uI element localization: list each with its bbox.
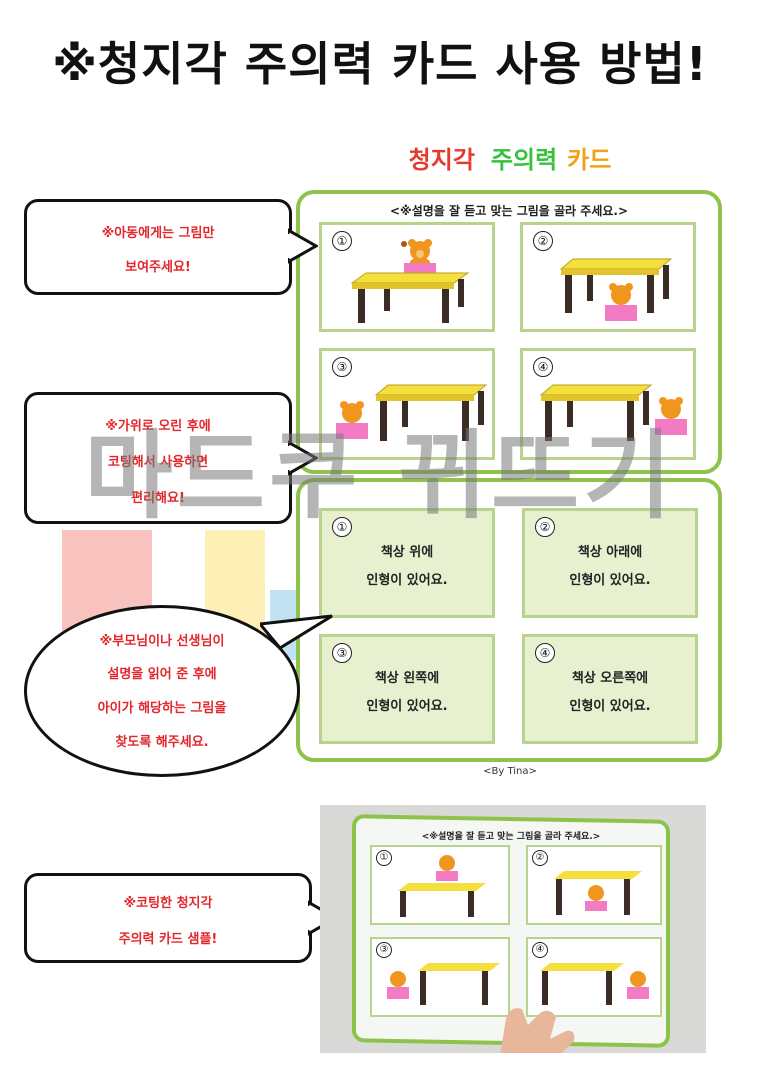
card-title-part3: 카드 — [567, 146, 612, 174]
table-under-bear-illustration — [559, 258, 673, 321]
bubble-line: 보여주세요! — [125, 260, 191, 275]
text-cell-line1: 책상 왼쪽에 — [374, 671, 440, 686]
card-title: 청지각 주의력 카드 — [300, 140, 720, 175]
cell-number: ④ — [532, 942, 548, 958]
bubble-3-tail — [260, 614, 333, 650]
bubble-line: ※가위로 오린 후에 — [105, 419, 211, 434]
text-cell-line2: 인형이 있어요. — [569, 573, 651, 588]
photo-table-top-bear — [398, 855, 486, 917]
text-cell-3: ③ 책상 왼쪽에 인형이 있어요. — [319, 634, 495, 744]
cell-number: ② — [532, 850, 548, 866]
card-title-part1: 청지각 — [408, 146, 475, 174]
holding-hand — [500, 1008, 575, 1053]
cell-number: ① — [376, 850, 392, 866]
text-cell-line1: 책상 아래에 — [577, 545, 643, 560]
photo-cell-1: ① — [370, 845, 510, 925]
photo-instruction: <※설명을 잘 듣고 맞는 그림을 골라 주세요.> — [421, 832, 601, 842]
table-right-bear-illustration — [539, 384, 687, 441]
cell-number: ① — [332, 231, 352, 251]
cell-number: ③ — [332, 643, 352, 663]
text-cell-line2: 인형이 있어요. — [366, 573, 448, 588]
photo-table-left-bear — [387, 963, 500, 1005]
bubble-1-tail — [288, 228, 318, 264]
bubble-line: 아이가 해당하는 그림을 — [97, 701, 227, 716]
text-cell-line1: 책상 위에 — [380, 545, 434, 560]
bubble-line: 주의력 카드 샘플! — [118, 932, 218, 947]
cell-number: ③ — [376, 942, 392, 958]
bubble-line: ※코팅한 청지각 — [123, 896, 213, 911]
text-cell-1: ① 책상 위에 인형이 있어요. — [319, 508, 495, 618]
bubble-line: 코팅해서 사용하면 — [107, 455, 209, 470]
cell-number: ① — [332, 517, 352, 537]
picture-cell-2: ② — [520, 222, 696, 332]
cell-number: ④ — [535, 643, 555, 663]
speech-bubble-3: ※부모님이나 선생님이 설명을 읽어 준 후에 아이가 해당하는 그림을 찾도록… — [24, 605, 300, 777]
photo-table-under-bear — [554, 871, 642, 915]
byline: <By Tina> — [483, 766, 537, 777]
text-cell-line2: 인형이 있어요. — [569, 699, 651, 714]
text-cell-line1: 책상 오른쪽에 — [571, 671, 649, 686]
watermark: 마드쿠 뀌뜨기 — [84, 420, 676, 532]
bubble-line: ※부모님이나 선생님이 — [99, 634, 225, 649]
text-cell-2: ② 책상 아래에 인형이 있어요. — [522, 508, 698, 618]
text-cell-4: ④ 책상 오른쪽에 인형이 있어요. — [522, 634, 698, 744]
table-left-bear-illustration — [336, 384, 488, 441]
table-top-bear-illustration — [350, 239, 470, 323]
photo-cell-2: ② — [526, 845, 662, 925]
picture-cell-4: ④ — [520, 348, 696, 460]
picture-cell-1: ① — [319, 222, 495, 332]
bubble-line: ※아동에게는 그림만 — [101, 226, 215, 241]
speech-bubble-2: ※가위로 오린 후에 코팅해서 사용하면 편리해요! — [24, 392, 292, 524]
speech-bubble-1: ※아동에게는 그림만 보여주세요! — [24, 199, 292, 295]
bubble-line: 편리해요! — [131, 491, 185, 506]
cell-number: ③ — [332, 357, 352, 377]
picture-card-instruction: <※설명을 잘 듣고 맞는 그림을 골라 주세요.> — [389, 204, 629, 218]
photo-cell-3: ③ — [370, 937, 510, 1017]
bubble-line: 설명을 읽어 준 후에 — [107, 667, 217, 682]
bubble-2-tail — [288, 440, 318, 476]
picture-cell-3: ③ — [319, 348, 495, 460]
photo-table-right-bear — [540, 963, 649, 1005]
laminated-card-photo: <※설명을 잘 듣고 맞는 그림을 골라 주세요.> ① ② ③ ④ — [320, 805, 706, 1053]
card-title-part2: 주의력 — [490, 146, 558, 174]
cell-number: ② — [535, 517, 555, 537]
page-title: ※청지각 주의력 카드 사용 방법! — [52, 37, 708, 91]
cell-number: ② — [533, 231, 553, 251]
speech-bubble-4: ※코팅한 청지각 주의력 카드 샘플! — [24, 873, 312, 963]
text-cell-line2: 인형이 있어요. — [366, 699, 448, 714]
cell-number: ④ — [533, 357, 553, 377]
photo-cell-4: ④ — [526, 937, 662, 1017]
bubble-line: 찾도록 해주세요. — [115, 735, 209, 750]
